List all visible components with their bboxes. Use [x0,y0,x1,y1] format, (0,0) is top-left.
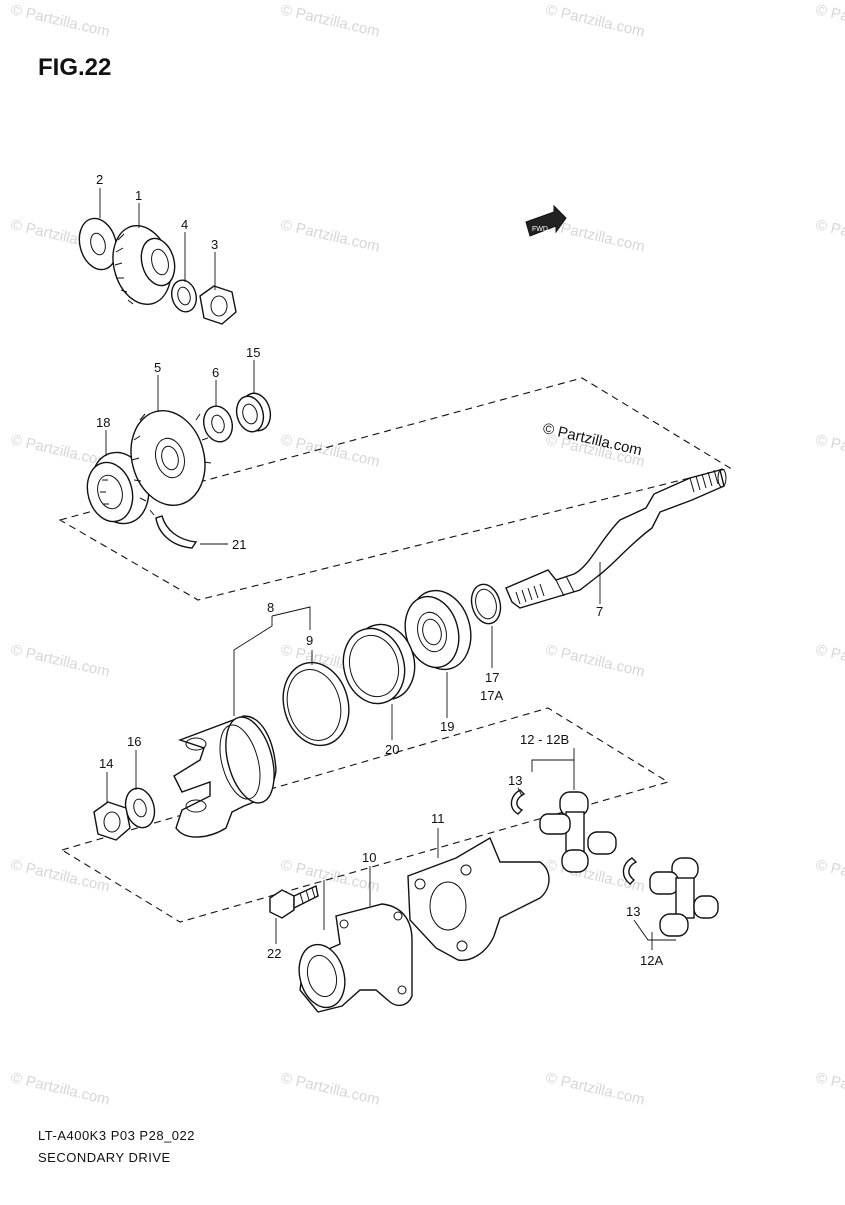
callout-3: 3 [211,237,218,252]
callout-13-upper: 13 [508,773,522,788]
part-13-circlip-upper [510,789,526,815]
callout-17: 17 [485,670,499,685]
watermark-text: © Partzilla.com [9,856,111,895]
fwd-arrow-badge: FWD [525,204,567,237]
callout-12A: 12A [640,953,663,968]
callout-8: 8 [267,600,274,615]
callout-18: 18 [96,415,110,430]
callout-7: 7 [596,604,603,619]
callout-2: 2 [96,172,103,187]
watermark-text: © Partzilla.com [814,216,845,255]
part-17-oring [470,583,502,625]
part-9-seal-ring [282,661,350,747]
watermark-text: © Partzilla.com [9,1069,111,1108]
watermark-text: © Partzilla.com [814,641,845,680]
part-12A-universal-joint [649,857,719,937]
part-3-nut [199,285,237,325]
watermark-text: © Partzilla.com [814,1069,845,1108]
part-15-spacer [235,392,272,433]
part-21-circlip [155,515,198,549]
callout-13-lower: 13 [626,904,640,919]
part-7-drive-shaft [505,468,727,609]
callout-16: 16 [127,734,141,749]
part-2-washer [78,217,118,271]
leader-lines [99,188,676,950]
part-1-bevel-gear [112,224,176,306]
fwd-badge-label: FWD [532,226,548,233]
watermark-text: © Partzilla.com [544,1069,646,1108]
callout-19: 19 [440,719,454,734]
part-8-yoke [173,715,277,838]
watermark-layer: © Partzilla.com © Partzilla.com © Partzill… [9,1,845,1108]
part-22-bolt [269,884,319,919]
callout-6: 6 [212,365,219,380]
watermark-text: © Partzilla.com [9,1,111,40]
watermark-text: © Partzilla.com [279,1069,381,1108]
part-20-oil-seal [342,623,416,705]
part-14-nut [93,801,131,841]
watermark-text: © Partzilla.com [279,216,381,255]
callout-15: 15 [246,345,260,360]
part-4-washer [170,279,198,313]
group-outline-upper [58,377,732,601]
part-11-flange-yoke [407,836,550,961]
watermark-text: © Partzilla.com [814,856,845,895]
callout-4: 4 [181,217,188,232]
part-19-bearing [404,589,472,671]
callout-20: 20 [385,742,399,757]
group-outline-lower [60,707,670,923]
watermark-text: © Partzilla.com [544,641,646,680]
watermark-text: © Partzilla.com [279,1,381,40]
callout-22: 22 [267,946,281,961]
callout-9: 9 [306,633,313,648]
callout-17A: 17A [480,688,503,703]
part-13-circlip-lower [622,857,638,885]
callout-14: 14 [99,756,113,771]
part-12-universal-joint [539,791,617,873]
part-6-washer [202,405,234,443]
watermark-text: © Partzilla.com [814,1,845,40]
watermark-text: © Partzilla.com [544,1,646,40]
part-18-bearing [86,451,150,525]
callout-10: 10 [362,850,376,865]
callout-1: 1 [135,188,142,203]
section-name: SECONDARY DRIVE [38,1150,171,1165]
callout-11: 11 [431,811,445,826]
part-5-driven-gear [130,410,212,516]
watermark-text: © Partzilla.com [9,641,111,680]
figure-title: FIG.22 [38,54,112,81]
callout-5: 5 [154,360,161,375]
callout-12-12B: 12 - 12B [520,732,569,747]
model-code: LT-A400K3 P03 P28_022 [38,1128,195,1143]
part-10-flange [298,903,413,1013]
callout-labels: 2 1 4 3 5 6 15 18 21 7 8 9 20 19 17 17A … [96,172,663,968]
callout-21: 21 [232,537,246,552]
watermark-text: © Partzilla.com [814,431,845,470]
